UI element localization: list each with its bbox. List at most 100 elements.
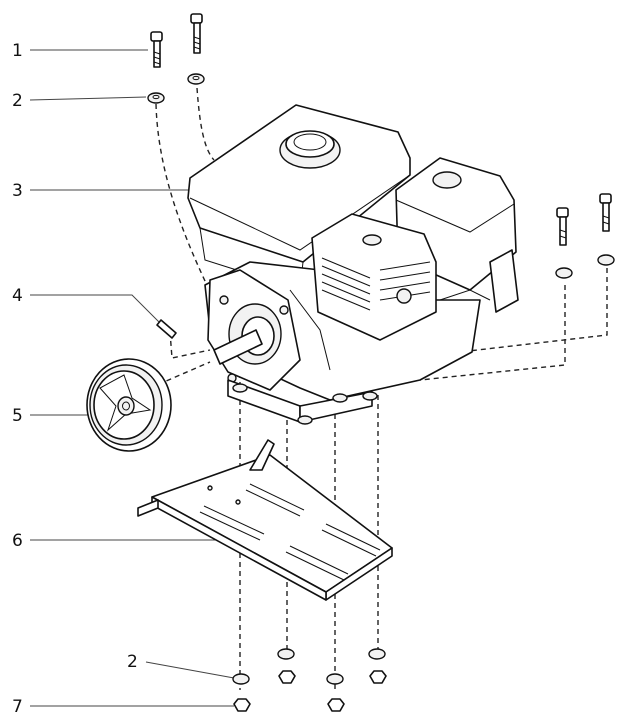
callout-label-5: 5 bbox=[12, 406, 23, 426]
leader-line-4 bbox=[30, 294, 166, 329]
bolt-thread bbox=[193, 46, 201, 50]
crankshaft bbox=[213, 329, 263, 365]
bottom-hardware bbox=[232, 648, 387, 712]
cover-bolt bbox=[279, 305, 289, 315]
pulley-spokes bbox=[99, 374, 152, 432]
fuel-tank-seam bbox=[189, 174, 411, 251]
foot-hole bbox=[332, 393, 348, 403]
fin-line bbox=[321, 273, 371, 295]
callout-label-6: 6 bbox=[12, 531, 23, 551]
bolt-top-left bbox=[150, 31, 163, 68]
washer-hole bbox=[152, 94, 160, 100]
muffler-guard bbox=[489, 249, 519, 313]
cooling-fins bbox=[321, 257, 431, 311]
washer bbox=[147, 92, 165, 104]
cover-bolt bbox=[219, 295, 229, 305]
leader-line-2-top bbox=[29, 96, 147, 101]
bolt-thread bbox=[153, 51, 161, 55]
foot-hole bbox=[232, 383, 248, 393]
bolt-right-2 bbox=[597, 193, 615, 266]
bolt-head bbox=[556, 207, 569, 218]
fuel-tank bbox=[187, 104, 411, 291]
bolt-head bbox=[599, 193, 612, 204]
bolt-thread bbox=[602, 221, 610, 225]
washer bbox=[187, 73, 205, 85]
spark-plug-cap bbox=[362, 234, 382, 246]
callout-5: 5 bbox=[12, 406, 96, 426]
plate-slot bbox=[199, 511, 261, 541]
air-filter-knob bbox=[432, 171, 462, 189]
callout-6: 6 bbox=[12, 531, 238, 551]
fin-line bbox=[321, 257, 371, 279]
washer bbox=[597, 254, 615, 266]
mounting-plate bbox=[137, 439, 393, 601]
bolt-thread bbox=[602, 215, 610, 219]
assembly-line bbox=[155, 103, 215, 301]
fin-line bbox=[321, 289, 371, 311]
washer-top-left bbox=[147, 92, 165, 104]
fin-line bbox=[321, 281, 371, 303]
callout-label-4: 4 bbox=[12, 286, 23, 306]
nut bbox=[278, 670, 296, 684]
pulley-bore bbox=[122, 401, 130, 411]
bolt-boss bbox=[396, 288, 412, 304]
bolt-top-right bbox=[190, 13, 203, 54]
plate-hole bbox=[207, 485, 213, 491]
callout-label-1: 1 bbox=[12, 41, 23, 61]
foot-hole bbox=[362, 391, 378, 401]
plate-slot bbox=[203, 505, 265, 535]
nut bbox=[369, 670, 387, 684]
assembly-line bbox=[459, 268, 608, 353]
plate-pin-front bbox=[137, 499, 159, 517]
callout-label-2-bottom: 2 bbox=[127, 652, 138, 672]
callout-4: 4 bbox=[12, 286, 166, 329]
nut bbox=[327, 698, 345, 712]
nut bbox=[233, 698, 251, 712]
leader-line-2-bottom bbox=[145, 661, 235, 679]
plate-slot bbox=[289, 545, 349, 575]
plate-pin-rear bbox=[249, 439, 275, 471]
air-filter-seam bbox=[395, 199, 515, 233]
plate-slot bbox=[249, 483, 305, 511]
bolt-head bbox=[190, 13, 203, 24]
callout-2-top: 2 bbox=[12, 91, 147, 111]
plate-slot bbox=[325, 523, 381, 551]
washer bbox=[555, 267, 573, 279]
casting-line bbox=[439, 289, 491, 301]
washer-hole bbox=[192, 75, 200, 81]
bolt-thread bbox=[153, 61, 161, 65]
pulley bbox=[86, 358, 172, 452]
callout-label-3: 3 bbox=[12, 181, 23, 201]
fuel-cap bbox=[279, 130, 341, 169]
bolt-thread bbox=[193, 41, 201, 45]
fin-line bbox=[379, 271, 431, 281]
washer bbox=[368, 648, 386, 660]
fin-line bbox=[321, 265, 371, 287]
foot-hole bbox=[297, 415, 313, 425]
bolt-thread bbox=[559, 235, 567, 239]
casting-line bbox=[289, 289, 331, 371]
bolt-thread bbox=[559, 229, 567, 233]
washer bbox=[326, 673, 344, 685]
washer bbox=[277, 648, 295, 660]
fuel-cap-rim bbox=[293, 133, 327, 151]
pulley-hub bbox=[117, 396, 135, 416]
callout-3: 3 bbox=[12, 181, 196, 201]
bolt-thread bbox=[153, 56, 161, 60]
washer-top-right bbox=[187, 73, 205, 85]
washer bbox=[232, 673, 250, 685]
bolt-thread bbox=[193, 36, 201, 40]
callout-label-2-top: 2 bbox=[12, 91, 23, 111]
plate-slot bbox=[321, 529, 377, 557]
fuel-cap-top bbox=[285, 130, 335, 158]
fin-line bbox=[379, 261, 431, 271]
callout-7: 7 bbox=[12, 697, 234, 717]
plate-hole bbox=[235, 499, 241, 505]
engine-block bbox=[204, 213, 491, 425]
plate-slot bbox=[245, 489, 301, 517]
cylinder-head-shroud bbox=[311, 213, 437, 341]
callout-1: 1 bbox=[12, 41, 148, 61]
bolt-right-1 bbox=[555, 207, 573, 279]
bolt-head bbox=[150, 31, 163, 42]
